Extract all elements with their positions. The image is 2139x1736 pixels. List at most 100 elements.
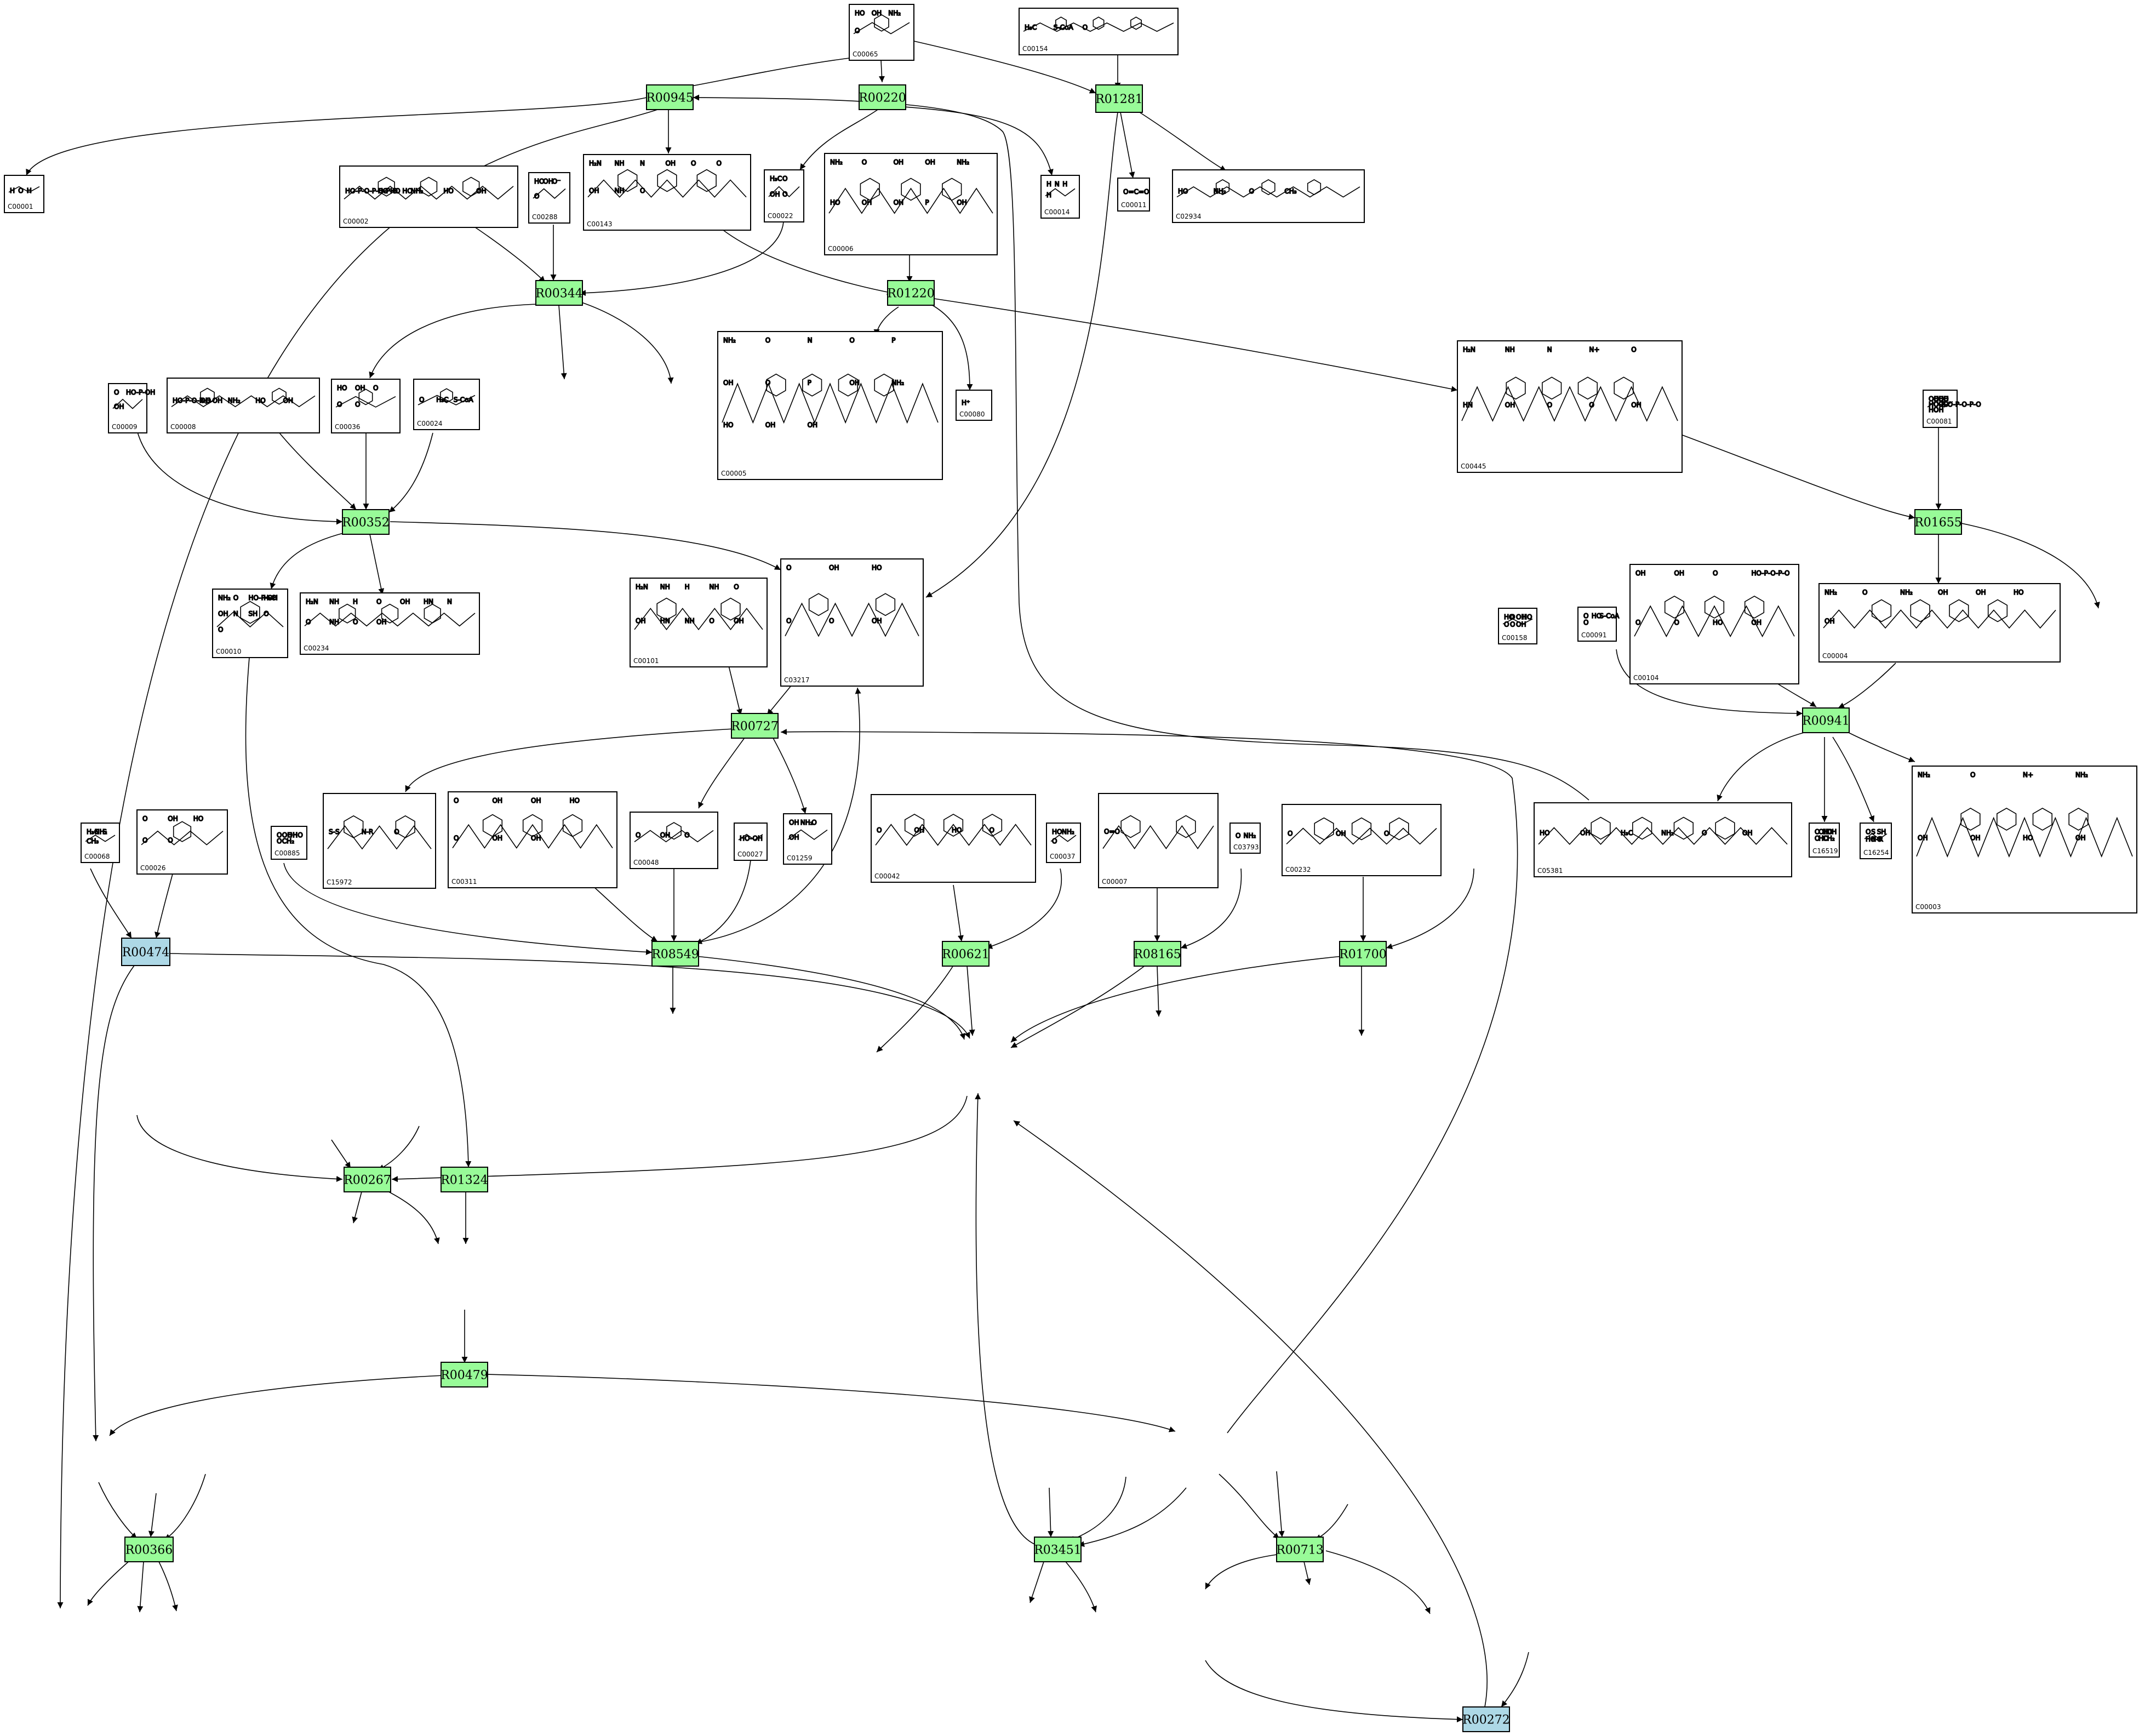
reaction-R08549[interactable]: R08549 — [651, 941, 699, 967]
compound-id-label: C15972 — [327, 878, 352, 886]
atom-label: OH — [288, 831, 298, 839]
atom-label: O — [306, 618, 311, 626]
compound-box — [1098, 793, 1219, 888]
reaction-R00267[interactable]: R00267 — [344, 1167, 391, 1192]
reaction-R00344[interactable]: R00344 — [535, 280, 583, 306]
compound-id-label: C00005 — [721, 470, 747, 477]
reaction-R03451[interactable]: R03451 — [1034, 1537, 1082, 1562]
atom-label: OH — [1674, 569, 1684, 577]
reaction-R01655[interactable]: R01655 — [1914, 509, 1962, 535]
compound-box — [734, 823, 768, 861]
compound-id-label: C00101 — [633, 657, 659, 665]
reaction-R01324[interactable]: R01324 — [441, 1167, 488, 1192]
compound-box — [167, 378, 320, 433]
reaction-R00713[interactable]: R00713 — [1276, 1537, 1324, 1562]
atom-label: O — [1862, 589, 1867, 596]
reaction-node — [942, 941, 990, 967]
reaction-R00272[interactable]: R00272 — [1462, 1706, 1510, 1732]
reaction-R00479[interactable]: R00479 — [441, 1362, 488, 1387]
compound-box — [1457, 340, 1683, 473]
reaction-R01220[interactable]: R01220 — [887, 280, 935, 306]
atom-label: O — [1288, 830, 1292, 837]
compound-box — [583, 154, 751, 231]
atom-label: OH — [1825, 618, 1834, 625]
atom-label: HO — [1592, 612, 1602, 620]
reaction-R00220[interactable]: R00220 — [859, 84, 906, 110]
reaction-R00727[interactable]: R00727 — [731, 713, 779, 739]
reaction-node — [1276, 1537, 1324, 1562]
atom-label: P — [808, 379, 811, 386]
reaction-R00945[interactable]: R00945 — [646, 84, 694, 110]
atom-label: OH — [1918, 834, 1928, 842]
compound-id-label: C00091 — [1581, 631, 1607, 639]
atom-label: O — [877, 826, 882, 834]
atom-label: OH OH — [200, 397, 222, 404]
reaction-R00474[interactable]: R00474 — [121, 938, 170, 966]
reaction-R08165[interactable]: R08165 — [1134, 941, 1181, 967]
reaction-R01281[interactable]: R01281 — [1095, 84, 1143, 113]
atom-label: O — [277, 831, 282, 839]
atom-label: O — [1938, 401, 1943, 408]
compound-id-label: C02934 — [1176, 213, 1202, 220]
reaction-R00621[interactable]: R00621 — [942, 941, 990, 967]
compound-C00080[interactable]: H⁺C00080 — [956, 390, 992, 421]
reaction-node — [1802, 707, 1850, 733]
reaction-R01700[interactable]: R01700 — [1339, 941, 1387, 967]
compound-box — [323, 793, 436, 889]
reaction-R00366[interactable]: R00366 — [124, 1537, 174, 1562]
reaction-R00352[interactable]: R00352 — [342, 509, 390, 535]
reaction-id-label: R00344 — [535, 287, 583, 301]
atom-label: HO — [872, 564, 882, 572]
compound-id-label: C00065 — [853, 50, 878, 58]
reaction-id-label: R00941 — [1802, 715, 1850, 728]
atom-label: OH — [531, 797, 541, 804]
atom-label: N — [233, 610, 238, 618]
atom-label: N+ — [1589, 346, 1599, 353]
reaction-R00941[interactable]: R00941 — [1802, 707, 1850, 733]
atom-label: NH₂ — [957, 158, 969, 166]
